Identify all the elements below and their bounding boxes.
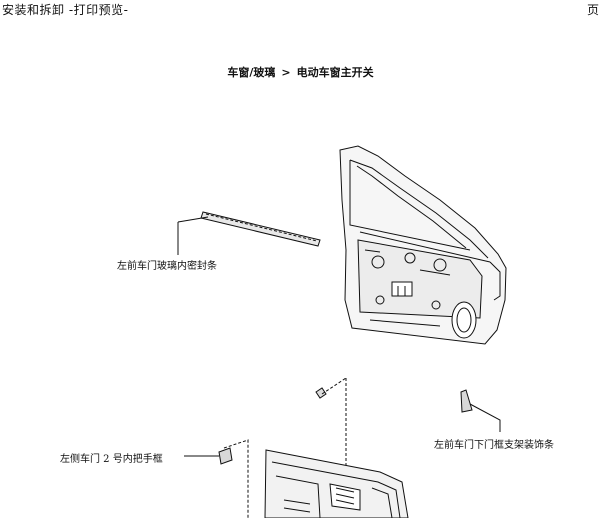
- inner-handle-bezel-drawing: [184, 439, 249, 518]
- callout-glass-inner-seal: 左前车门玻璃内密封条: [117, 261, 217, 272]
- screw-drawing: [315, 377, 347, 470]
- door-trim-panel-drawing: [264, 449, 409, 518]
- breadcrumb-parent[interactable]: 车窗/玻璃: [227, 66, 276, 79]
- breadcrumb-current: 电动车窗主开关: [296, 66, 374, 79]
- callout-frame-bracket-garnish: 左前车门下门框支架装饰条: [434, 440, 554, 451]
- door-shell-drawing: [339, 145, 507, 345]
- callout-inner-handle-bezel: 左侧车门 2 号内把手框: [60, 454, 163, 465]
- print-preview-title: 安装和拆卸 -打印预览-: [2, 3, 129, 17]
- frame-bracket-garnish-drawing: [460, 389, 501, 432]
- page-label: 页: [586, 3, 599, 17]
- breadcrumb: 车窗/玻璃 > 电动车窗主开关: [0, 64, 601, 80]
- glass-inner-seal-drawing: [177, 211, 321, 255]
- breadcrumb-separator: >: [281, 66, 291, 79]
